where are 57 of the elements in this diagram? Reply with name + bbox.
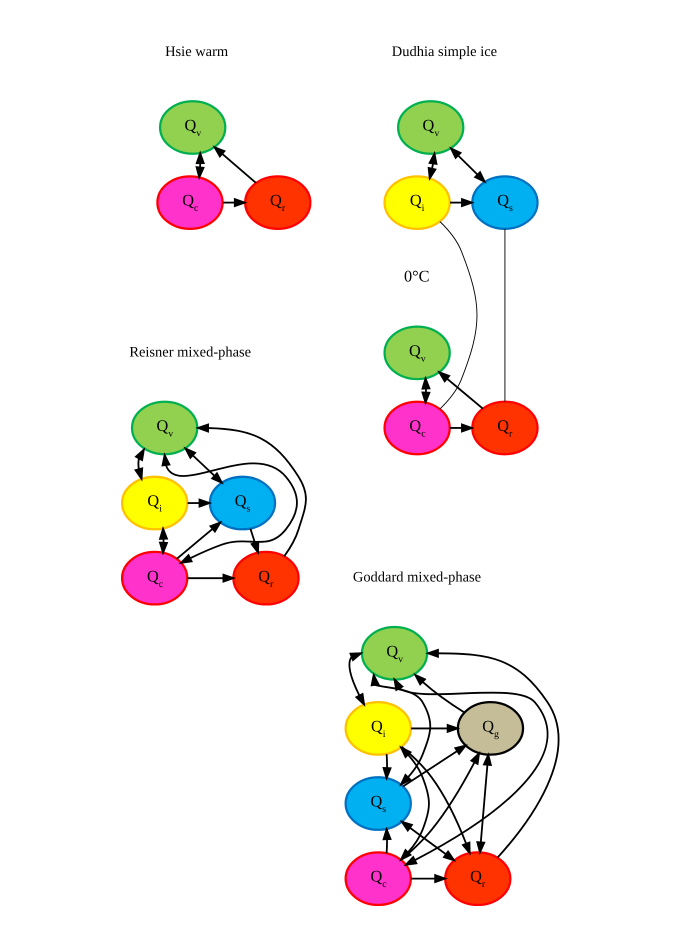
node-ellipse: Q$_{i}$ [120,476,188,530]
arrow [427,150,438,182]
node-ellipse: Q$_{c}$ [382,400,450,456]
arrow [176,520,222,560]
node-ellipse: Q$_{r}$ [232,550,300,606]
arrow [436,370,483,410]
node-ellipse: Q$_{g}$ [456,701,524,756]
arrow [450,198,474,208]
node-ellipse: Q$_{i}$ [382,175,450,230]
node-ellipse: Q$_{r}$ [244,175,311,230]
label: Goddard mixed-phase [352,570,481,586]
arrow [400,746,470,856]
node-ellipse: Q$_{r}$ [470,400,538,456]
arrow [183,446,224,485]
arrow [348,652,365,707]
node-ellipse: Q$_{v}$ [360,626,428,681]
node-ellipse: Q$_{s}$ [208,476,276,530]
node-ellipse: Q$_{v}$ [158,100,226,155]
node-ellipse: Q$_{v}$ [130,400,198,456]
arrow [187,498,212,508]
arrow [410,874,448,884]
connector [439,221,477,410]
node-ellipse: Q$_{c}$ [344,851,412,906]
label: Dudhia simple ice [391,44,497,60]
arrow [194,423,306,557]
node-ellipse: Q$_{c}$ [120,550,188,606]
arrow [382,754,392,781]
arrow [400,750,480,860]
node-ellipse: Q$_{s}$ [344,776,412,831]
arrow [410,724,460,734]
node-ellipse: Q$_{c}$ [156,175,224,230]
label: Reisner mixed-phase [128,344,251,360]
arrow [222,198,247,208]
arrow [424,648,559,858]
node-ellipse: Q$_{i}$ [344,701,412,756]
connector [504,228,505,402]
arrow [412,673,464,714]
arrow [402,744,468,788]
arrow [212,145,256,184]
arrow [392,677,548,866]
arrow [420,376,430,406]
label: Hsie warm [164,44,228,60]
arrow [186,573,236,583]
arrow [158,526,168,556]
label: 0°C [404,266,430,286]
node-ellipse: Q$_{s}$ [470,175,538,230]
arrow [134,447,145,482]
arrow [370,672,431,786]
node-ellipse: Q$_{r}$ [444,851,511,906]
arrow [382,826,392,854]
arrow [448,146,486,184]
node-ellipse: Q$_{v}$ [396,100,464,155]
node-ellipse: Q$_{v}$ [382,325,450,380]
arrow [450,423,474,433]
arrow [194,150,204,180]
arrow [476,752,492,856]
arrow [249,528,259,556]
